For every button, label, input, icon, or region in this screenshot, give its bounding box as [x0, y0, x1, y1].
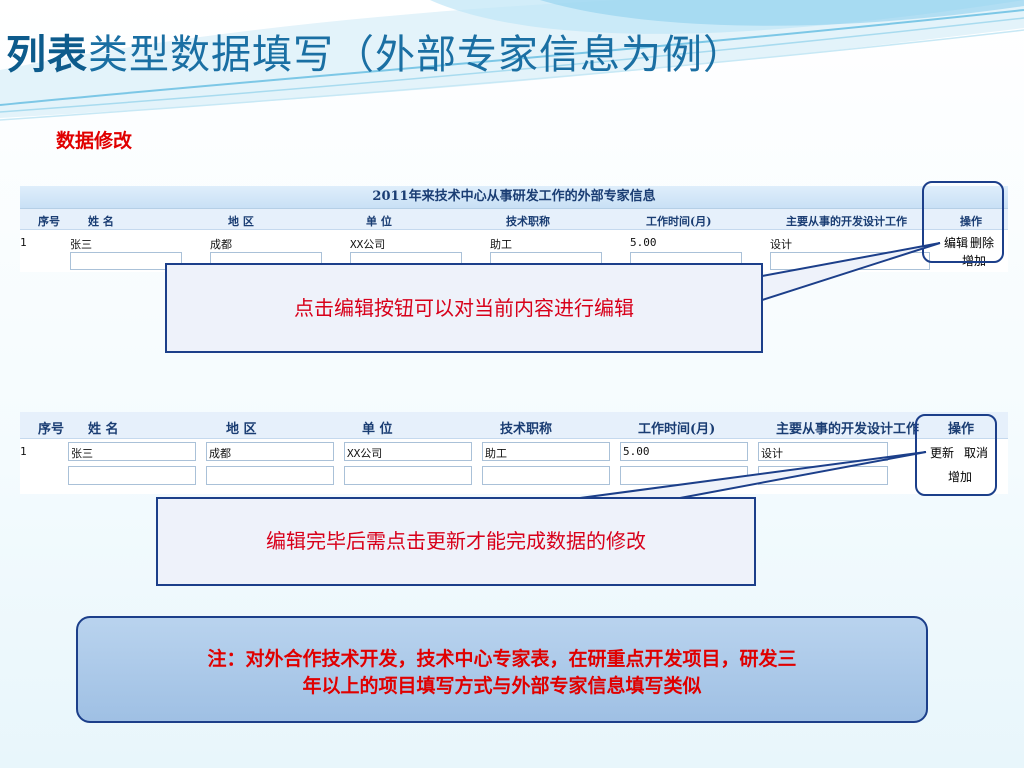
- new-title-input[interactable]: [482, 466, 610, 485]
- col-name: 姓 名: [88, 215, 114, 228]
- col-title: 技术职称: [500, 422, 553, 437]
- delete-link[interactable]: 删除: [970, 236, 995, 250]
- edit-months-input[interactable]: 5.00: [620, 442, 748, 461]
- add-link[interactable]: 增加: [948, 470, 973, 484]
- page-title-bold: 列表: [6, 32, 88, 78]
- expert-table-edit: 序号 姓 名 地 区 单 位 技术职称 工作时间(月) 主要从事的开发设计工作 …: [20, 412, 1008, 494]
- edit-region-value: 成都: [209, 447, 231, 460]
- edit-highlight-box: [922, 181, 1004, 263]
- edit-unit-value: XX公司: [347, 447, 383, 460]
- edit-title-input[interactable]: 助工: [482, 442, 610, 461]
- new-name-input[interactable]: [70, 252, 182, 270]
- edit-title-value: 助工: [485, 447, 507, 460]
- note-line-1: 注：对外合作技术开发，技术中心专家表，在研重点开发项目，研发三: [207, 648, 797, 670]
- edit-region-input[interactable]: 成都: [206, 442, 334, 461]
- col-action: 操作: [960, 215, 982, 228]
- cell-months: 5.00: [630, 236, 657, 249]
- new-region-input[interactable]: [206, 466, 334, 485]
- update-highlight-box: [915, 414, 997, 496]
- cell-index: 1: [20, 236, 27, 249]
- col-index: 序号: [38, 422, 65, 437]
- expert-table-view: 2011年来技术中心从事研发工作的外部专家信息 序号 姓 名 地 区 单 位 技…: [20, 186, 1008, 272]
- col-index: 序号: [38, 215, 60, 228]
- col-title: 技术职称: [506, 215, 550, 228]
- note-line-2: 年以上的项目填写方式与外部专家信息填写类似: [302, 675, 702, 697]
- col-name: 姓 名: [88, 422, 119, 437]
- table-header-row: 序号 姓 名 地 区 单 位 技术职称 工作时间(月) 主要从事的开发设计工作 …: [20, 209, 1008, 230]
- new-name-input[interactable]: [68, 466, 196, 485]
- edit-months-value: 5.00: [623, 445, 650, 458]
- cell-name: 张三: [70, 238, 92, 251]
- col-months: 工作时间(月): [646, 215, 712, 228]
- update-callout: 编辑完毕后需点击更新才能完成数据的修改: [156, 497, 756, 586]
- new-unit-input[interactable]: [344, 466, 472, 485]
- page-title-rest: 类型数据填写（外部专家信息为例）: [88, 32, 744, 78]
- edit-work-input[interactable]: 设计: [758, 442, 888, 461]
- col-work: 主要从事的开发设计工作: [786, 215, 907, 228]
- table-header-row: 序号 姓 名 地 区 单 位 技术职称 工作时间(月) 主要从事的开发设计工作 …: [20, 412, 1008, 439]
- col-region: 地 区: [228, 215, 254, 228]
- edit-link[interactable]: 编辑: [944, 236, 969, 250]
- update-link[interactable]: 更新: [930, 446, 955, 460]
- cell-index: 1: [20, 445, 27, 458]
- table-title: 2011年来技术中心从事研发工作的外部专家信息: [20, 186, 1008, 209]
- col-months: 工作时间(月): [638, 422, 716, 437]
- new-months-input[interactable]: [620, 466, 748, 485]
- edit-name-input[interactable]: 张三: [68, 442, 196, 461]
- new-work-input[interactable]: [770, 252, 930, 270]
- edit-callout: 点击编辑按钮可以对当前内容进行编辑: [165, 263, 763, 353]
- edit-name-value: 张三: [71, 447, 93, 460]
- cell-title: 助工: [490, 238, 512, 251]
- note-box: 注：对外合作技术开发，技术中心专家表，在研重点开发项目，研发三 年以上的项目填写…: [76, 616, 928, 723]
- cell-region: 成都: [210, 238, 232, 251]
- page-title: 列表类型数据填写（外部专家信息为例）: [6, 22, 744, 80]
- col-unit: 单 位: [362, 422, 393, 437]
- new-work-input[interactable]: [758, 466, 888, 485]
- cell-work: 设计: [770, 238, 792, 251]
- col-unit: 单 位: [366, 215, 392, 228]
- edit-unit-input[interactable]: XX公司: [344, 442, 472, 461]
- cell-unit: XX公司: [350, 238, 386, 251]
- header-wave-decoration: [0, 0, 1024, 121]
- col-action: 操作: [948, 422, 975, 437]
- edit-work-value: 设计: [761, 447, 783, 460]
- section-subtitle: 数据修改: [56, 130, 133, 152]
- cancel-link[interactable]: 取消: [964, 446, 989, 460]
- col-work: 主要从事的开发设计工作: [776, 422, 920, 437]
- col-region: 地 区: [226, 422, 257, 437]
